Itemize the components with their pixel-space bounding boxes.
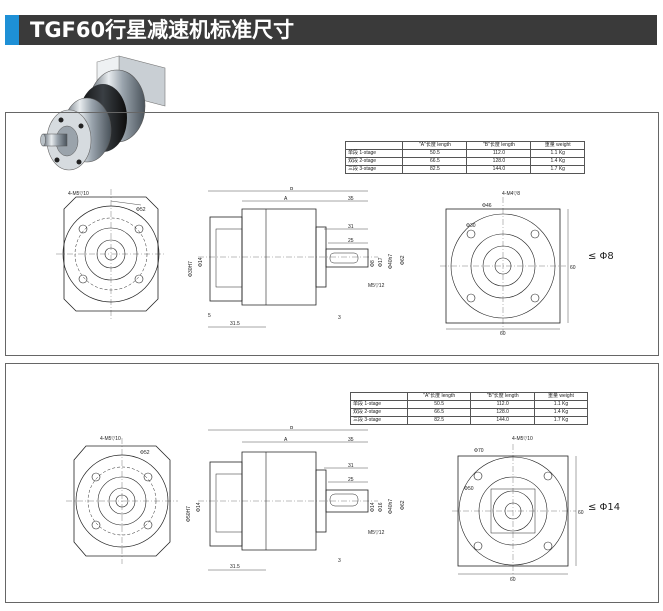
dim-label: B [290,187,294,192]
dim-label: A [284,437,288,443]
dim-label: 25 [348,238,354,244]
front-view-drawing: 4-M5▽10 Φ52 [66,436,178,564]
flange-view-drawing: 4-M4▽8 Φ46 Φ30 60 60 [440,191,576,337]
dim-label: 3 [338,558,341,564]
dim-label: 31 [348,224,354,230]
table-header: "A"长度 length [402,141,468,150]
dim-label: Φ30H7 [188,261,194,277]
side-view-drawing: B A 35 31 25 Φ50H7 Φ14 Φ14 Φ16 Φ40h7 Φ62… [186,426,406,571]
dim-label: Φ16 [378,502,384,512]
dim-label: 31.5 [230,564,240,570]
page-title: TGF60行星减速机标准尺寸 [30,18,295,42]
table-header: "B"长度 length [470,392,535,401]
dim-label: Φ17 [378,257,384,267]
shaft-diameter-note: ≤ Φ14 [588,502,621,513]
dim-label: Φ30 [466,223,476,229]
dim-label: Φ8 [370,260,376,267]
dim-label: M5▽12 [368,530,385,536]
dim-label: 60 [510,577,516,582]
dim-label: Φ40h7 [388,254,394,269]
dim-label: Φ14 [196,502,202,512]
dim-label: 31 [348,463,354,469]
dim-label: Φ52 [136,207,146,213]
dim-label: 35 [348,437,354,443]
table-header [344,141,404,150]
dim-label: Φ52 [140,450,150,456]
dim-label: Φ14 [370,502,376,512]
gearbox-photo [40,55,166,171]
dim-label: 4-M5▽10 [100,436,121,442]
dim-label: B [290,426,294,431]
dim-label: 5 [208,313,211,319]
dim-label: Φ50H7 [186,506,192,522]
dim-label: 25 [348,477,354,483]
shaft-diameter-note: ≤ Φ8 [588,251,614,262]
dim-label: M5▽12 [368,283,385,289]
dim-label: 4-M4▽8 [502,191,520,197]
table-header: 重量 weight [533,392,589,401]
dim-label: Φ14 [198,257,204,267]
dim-label: A [284,196,288,202]
header-bar [5,15,657,45]
dim-label: Φ40h7 [388,499,394,514]
dim-label: 31.5 [230,321,240,327]
header-accent [5,15,19,45]
table-header: "A"长度 length [406,392,472,401]
dim-label: Φ46 [482,203,492,209]
dim-label: 60 [578,510,584,516]
dim-label: Φ70 [474,448,484,454]
dim-label: 3 [338,315,341,321]
front-view-drawing: 4-M5▽10 Φ52 [56,189,166,319]
dim-label: 35 [348,196,354,202]
table-header: "B"长度 length [466,141,532,150]
dim-label: 4-M5▽10 [68,191,89,197]
table-header: 重量 weight [530,141,585,150]
dim-label: 60 [570,265,576,271]
dim-label: 4-M5▽10 [512,436,533,442]
dim-label: 60 [500,331,506,337]
table-header [350,392,408,401]
side-view-drawing: B A 35 31 25 Φ30H7 Φ14 Φ8 Φ17 Φ40h7 Φ62 … [188,187,406,328]
dim-label: Φ50 [464,486,474,492]
flange-view-drawing: 4-M5▽10 Φ70 Φ50 60 60 [452,436,584,582]
dim-label: Φ62 [400,255,406,265]
dim-label: Φ62 [400,500,406,510]
